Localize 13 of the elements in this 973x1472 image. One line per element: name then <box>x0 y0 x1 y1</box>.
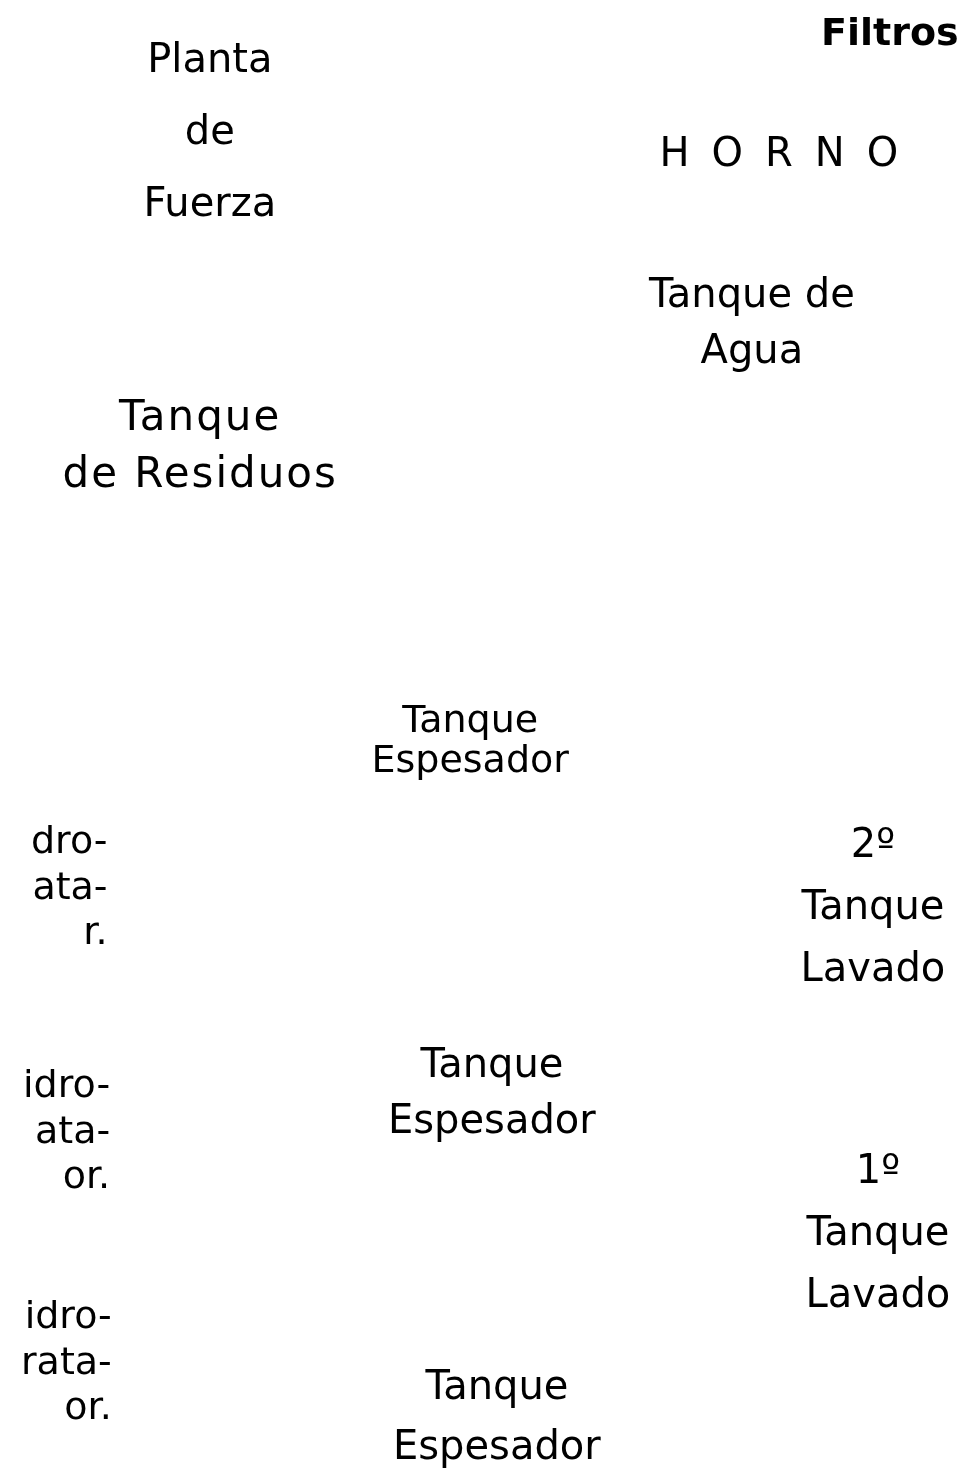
area-label: idro- rata- or. <box>21 1293 112 1430</box>
area-label: 2º Tanque Lavado <box>800 819 946 992</box>
area-label: Filtros <box>821 10 959 56</box>
area-label: dro- ata- r. <box>31 818 108 955</box>
area-label: Tanque Espesador <box>388 1039 596 1144</box>
area-label: Planta de Fuerza <box>143 34 277 227</box>
area-label: Tanque Espesador <box>393 1361 601 1470</box>
area-label: Tanque Espesador <box>371 700 569 780</box>
area-label: HORNO <box>659 128 921 176</box>
area-label: Tanque de Agua <box>649 269 855 374</box>
area-label: idro- ata- or. <box>23 1062 111 1199</box>
area-label: 1º Tanque Lavado <box>805 1145 951 1318</box>
area-label: Tanque de Residuos <box>62 390 338 499</box>
